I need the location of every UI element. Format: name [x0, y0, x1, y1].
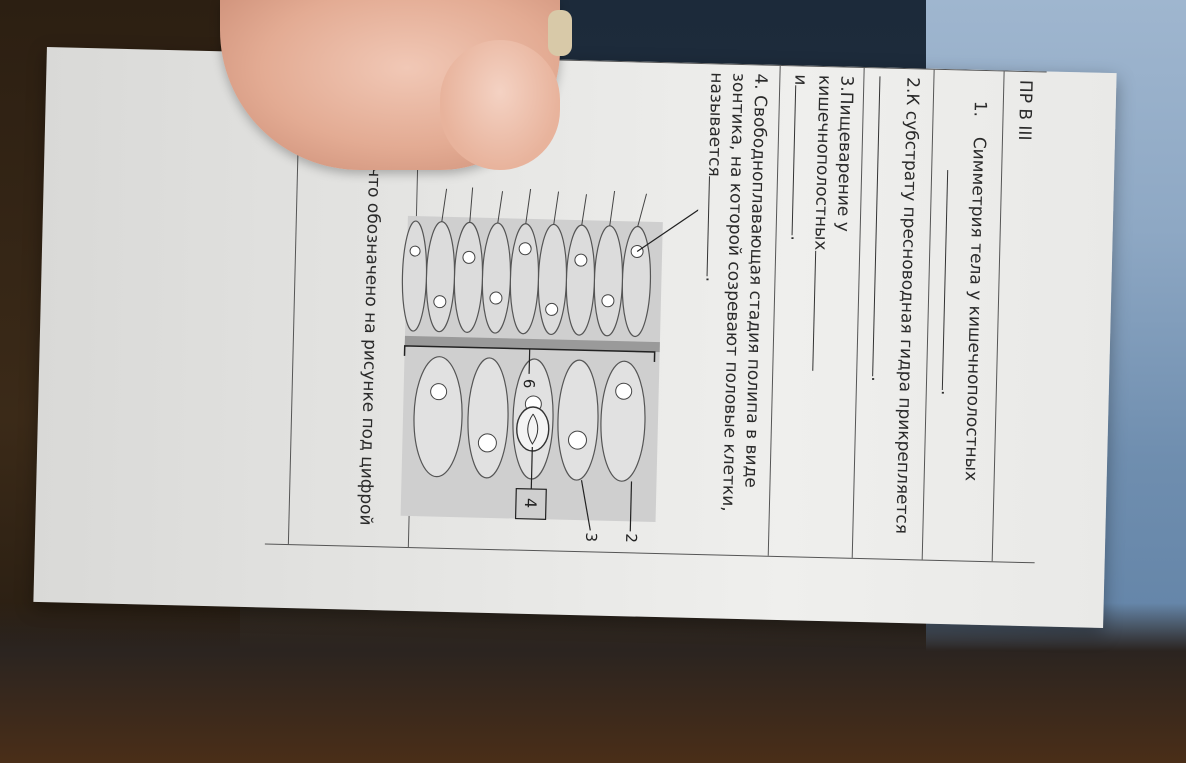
q3-line-1: 3.Пищеварение у [832, 75, 857, 233]
row-question-1: 1. Симметрия тела у кишечнополостных . [921, 69, 1005, 562]
q3-end: . [786, 235, 807, 242]
q3-line-2-text: кишечнополостных [810, 74, 835, 251]
ectoderm-nuclei [409, 242, 644, 316]
q1-answer-line: . [936, 170, 964, 396]
worksheet-content: ПР В III 1. Симметрия тела у кишечнополо… [245, 52, 1047, 564]
worksheet-paper: ПР В III 1. Симметрия тела у кишечнополо… [33, 47, 1117, 628]
worksheet-heading: ПР В III [1013, 79, 1036, 141]
row-question-3: 3.Пищеварение у кишечнополостных и. [767, 65, 865, 558]
q2-end: . [867, 376, 888, 383]
q2-text: 2.К субстрату пресноводная гидра прикреп… [891, 76, 923, 535]
q1-text: Симметрия тела у кишечнополостных [960, 136, 990, 482]
mesoglea [404, 335, 660, 353]
label-3: 3 [582, 532, 600, 542]
q1-number: 1. [969, 100, 990, 118]
label-2: 2 [622, 533, 640, 543]
row-question-2: 2.К субстрату пресноводная гидра прикреп… [851, 67, 935, 560]
label-4-box [514, 487, 547, 520]
ectoderm-cells [401, 220, 652, 338]
endoderm-nuclei [430, 382, 633, 453]
cnidocyte-cell [516, 406, 550, 452]
q3-line-3: и. [785, 74, 811, 241]
hydra-body-wall-diagram: 1 2 3 4 6 [400, 187, 699, 543]
q3-line-2: кишечнополостных [806, 75, 835, 371]
label-6: 6 [520, 379, 538, 389]
leader-lines [528, 202, 699, 532]
finger-ring [548, 10, 572, 56]
q3-blank-1[interactable] [812, 250, 831, 371]
q2-blank[interactable] [872, 76, 895, 377]
q3-line-3-text: и [790, 74, 811, 86]
q2-answer-line: . [866, 76, 895, 382]
flagella [441, 187, 648, 227]
thumb-tip [440, 40, 560, 170]
background-bottom [0, 603, 1186, 763]
q1-blank[interactable] [941, 170, 963, 391]
q4-blank[interactable] [706, 176, 724, 277]
label-4: 4 [521, 498, 540, 509]
q1-end: . [936, 389, 957, 396]
q4-line-3-text: называется [703, 72, 727, 177]
q4-end: . [701, 276, 722, 283]
q3-blank-2[interactable] [791, 85, 811, 236]
